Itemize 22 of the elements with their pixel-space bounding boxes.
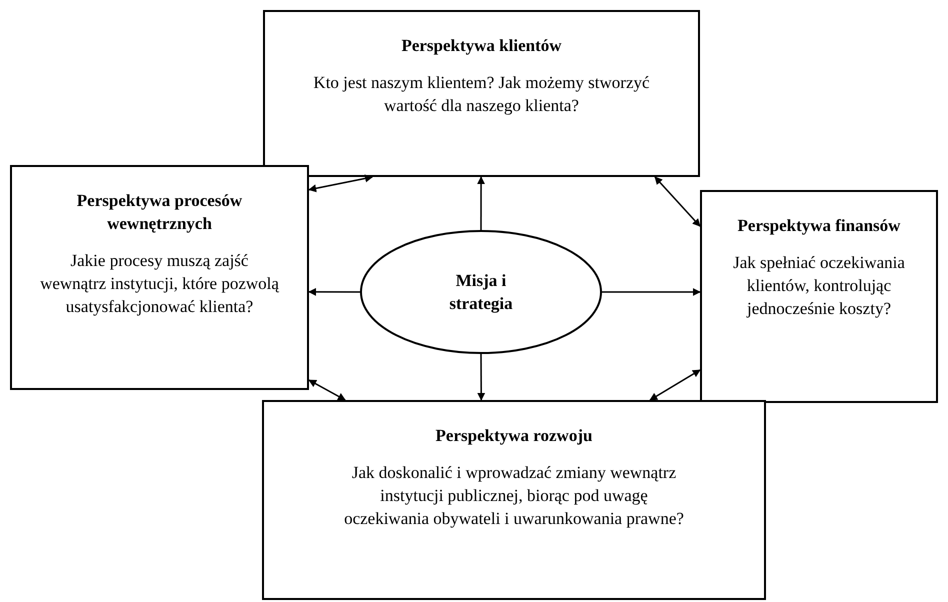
description: Jak doskonalić i wprowadzać zmiany wewnątrz instytucji publicznej, biorąc pod uwagę oczekiwania obywateli i uwarunkowania prawne?: [344, 462, 684, 530]
arrow: [649, 369, 701, 401]
perspective-box: [262, 400, 766, 600]
description: Kto jest naszym klientem? Jak możemy stworzyć wartość dla naszego klienta?: [312, 72, 651, 117]
arrow: [477, 176, 486, 230]
perspective-box: [700, 190, 938, 403]
perspective-box: [10, 165, 309, 390]
mission-ellipse: [360, 230, 602, 354]
heading: Perspektywa rozwoju: [436, 425, 592, 447]
description: Jak spełniać oczekiwania klientów, kontrolując jednocześnie koszty?: [732, 252, 906, 320]
heading: Perspektywa finansów: [738, 215, 900, 237]
description: Jakie procesy muszą zajść wewnątrz instytucji, które pozwolą usatysfakcjonować klienta?: [40, 250, 280, 318]
arrow: [477, 354, 486, 401]
heading: Perspektywa klientów: [401, 35, 562, 57]
heading: Perspektywa procesów wewnętrznych: [76, 190, 244, 235]
arrow: [308, 174, 374, 192]
perspective-box: [263, 10, 700, 177]
arrow: [308, 288, 360, 296]
arrow: [602, 288, 701, 296]
arrow: [654, 176, 701, 227]
arrow: [308, 379, 346, 401]
heading: Misja i strategia: [448, 270, 514, 315]
